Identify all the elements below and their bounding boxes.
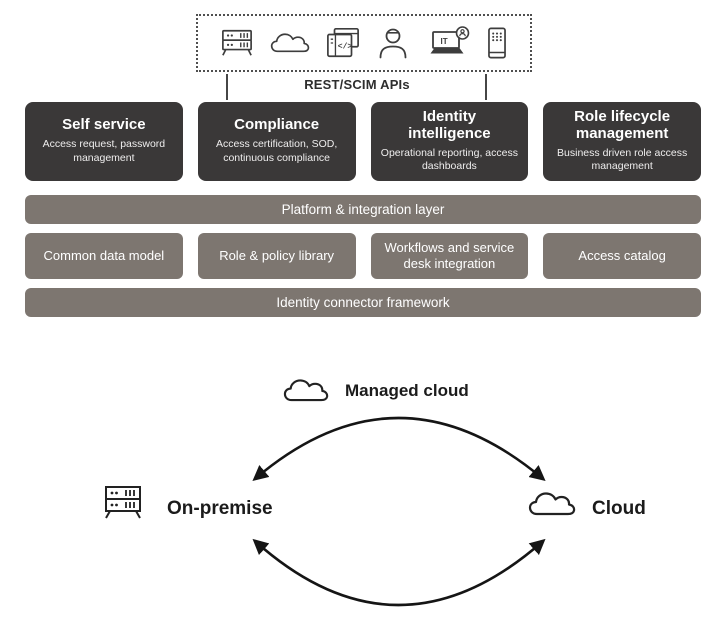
managed-cloud-label: Managed cloud — [345, 381, 469, 400]
component-common-data-model: Common data model — [25, 233, 183, 279]
capability-title: Identity intelligence — [408, 108, 491, 142]
capability-self-service: Self service Access request, password ma… — [25, 102, 183, 181]
capability-role-lifecycle: Role lifecycle management Business drive… — [543, 102, 701, 181]
identity-connector-framework-bar: Identity connector framework — [25, 288, 701, 317]
component-role-policy-library: Role & policy library — [197, 233, 356, 279]
identity-sources-box: </> IT — [196, 14, 532, 72]
capability-title: Compliance — [234, 116, 320, 134]
it-screen-label: IT — [441, 37, 448, 46]
capability-compliance: Compliance Access certification, SOD, co… — [197, 102, 356, 181]
connector-line-left — [226, 74, 228, 100]
capability-identity-intelligence: Identity intelligence Operational report… — [370, 102, 529, 181]
capability-title: Role lifecycle management — [574, 108, 671, 142]
keypad-device-icon — [488, 27, 506, 59]
capability-title: Self service — [62, 116, 146, 134]
components-row: Common data model Role & policy library … — [25, 233, 701, 279]
server-rack-icon — [222, 29, 252, 56]
component-access-catalog: Access catalog — [543, 233, 701, 279]
managed-cloud-icon — [283, 379, 329, 402]
code-windows-icon: </> — [327, 27, 359, 58]
platform-integration-layer-bar: Platform & integration layer — [25, 195, 701, 224]
capability-subtitle: Access request, password management — [42, 138, 166, 164]
on-premise-server-icon — [105, 486, 141, 519]
capability-subtitle: Business driven role access management — [557, 146, 688, 173]
sync-arc-bottom — [252, 538, 546, 607]
cloud-icon — [270, 33, 310, 53]
capability-subtitle: Access certification, SOD, continuous co… — [215, 138, 338, 164]
on-premise-label: On-premise — [167, 498, 273, 519]
capability-subtitle: Operational reporting, access dashboards — [380, 146, 518, 173]
cloud-right-icon — [528, 492, 576, 516]
cloud-label: Cloud — [592, 498, 646, 519]
person-icon — [379, 28, 407, 59]
it-laptop-icon: IT — [430, 26, 470, 54]
code-glyph: </> — [338, 43, 353, 52]
sync-arc-top — [252, 416, 546, 482]
deployment-sync-arcs — [252, 416, 546, 607]
connector-line-right — [485, 74, 487, 100]
component-workflows-service-desk: Workflows and service desk integration — [370, 233, 529, 279]
capabilities-row: Self service Access request, password ma… — [25, 102, 701, 181]
rest-scim-apis-label: REST/SCIM APIs — [304, 77, 410, 92]
